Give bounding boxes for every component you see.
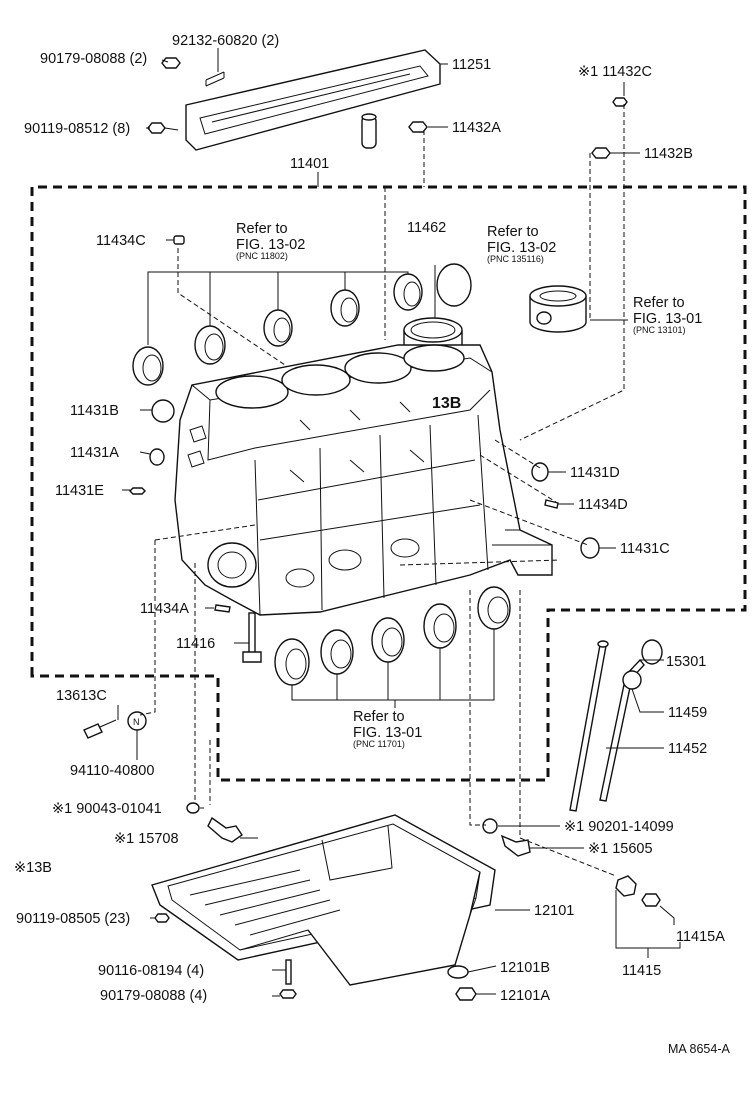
ref-4-line-1: Refer to (353, 709, 405, 725)
main-bearing-icons (274, 586, 511, 686)
label-15605: ※1 15605 (588, 841, 653, 857)
label-13b-note: ※13B (14, 860, 52, 876)
label-90119-08505: 90119-08505 (23) (16, 911, 130, 927)
dashed-leaders (139, 104, 625, 877)
diagram-code: MA 8654-A (668, 1042, 731, 1056)
label-11432c: ※1 11432C (578, 64, 652, 80)
label-11416: 11416 (176, 636, 215, 652)
ref-3-line-2: FIG. 13-01 (633, 311, 702, 327)
label-13613c: 13613C (56, 688, 107, 704)
cylinder-block: 13B (174, 344, 553, 616)
label-11431b: 11431B (70, 403, 119, 419)
svg-text:N: N (133, 717, 140, 727)
label-11434c: 11434C (96, 233, 146, 249)
ref-2-line-2: FIG. 13-02 (487, 240, 556, 256)
label-11431a: 11431A (70, 445, 119, 461)
ref-3-pnc: (PNC 13101) (633, 325, 686, 335)
label-11415a: 11415A (676, 929, 725, 945)
reference-notes: Refer to FIG. 13-02 (PNC 11802) Refer to… (236, 221, 702, 749)
label-11459: 11459 (668, 705, 707, 721)
oil-pan (151, 814, 496, 1001)
pan-bolt-icons (154, 802, 661, 999)
block-mark-13b: 13B (432, 395, 461, 412)
label-92132-60820: 92132-60820 (2) (172, 33, 279, 49)
plug-13613c (83, 719, 117, 739)
label-12101a: 12101A (500, 988, 550, 1004)
ref-2-line-1: Refer to (487, 224, 539, 240)
label-12101: 12101 (534, 903, 574, 919)
label-11431c: 11431C (620, 541, 670, 557)
label-11401: 11401 (290, 156, 329, 172)
label-11462: 11462 (407, 220, 446, 236)
label-90043-01041: ※1 90043-01041 (52, 801, 162, 817)
ref-1-line-1: Refer to (236, 221, 288, 237)
label-11434d: 11434D (578, 497, 628, 513)
ref-2-pnc: (PNC 135116) (487, 254, 544, 264)
label-12101b: 12101B (500, 960, 550, 976)
label-90201-14099: ※1 90201-14099 (564, 819, 674, 835)
label-90116-08194: 90116-08194 (4) (98, 963, 204, 979)
ref-4-line-2: FIG. 13-01 (353, 725, 422, 741)
ref-1-pnc: (PNC 11802) (236, 251, 288, 261)
label-15301: 15301 (666, 654, 706, 670)
dipstick (569, 639, 663, 812)
label-11432a: 11432A (452, 120, 501, 136)
label-94110-40800: 94110-40800 (70, 763, 154, 779)
valley-cover (185, 49, 441, 151)
ref-3-line-1: Refer to (633, 295, 685, 311)
label-11434a: 11434A (140, 601, 189, 617)
label-11415: 11415 (622, 963, 661, 979)
block-assembly-outline (30, 185, 747, 782)
bolt-11416 (242, 612, 262, 663)
leader-lines (117, 48, 681, 997)
label-11432b: 11432B (644, 146, 693, 162)
gasket-n: N (127, 711, 147, 731)
ref-1-line-2: FIG. 13-02 (236, 237, 305, 253)
label-90179-08088-b: 90179-08088 (4) (100, 988, 207, 1004)
label-11251: 11251 (452, 57, 491, 73)
ref-4-pnc: (PNC 11701) (353, 739, 405, 749)
label-11452: 11452 (668, 741, 707, 757)
label-11431e: 11431E (55, 483, 104, 499)
label-15708: ※1 15708 (114, 831, 179, 847)
label-90179-08088-a: 90179-08088 (2) (40, 51, 147, 67)
label-90119-08512: 90119-08512 (8) (24, 121, 130, 137)
label-11431d: 11431D (570, 465, 620, 481)
part-labels: 92132-60820 (2) 90179-08088 (2) 11251 90… (14, 33, 731, 1056)
piston-icon (529, 285, 587, 333)
